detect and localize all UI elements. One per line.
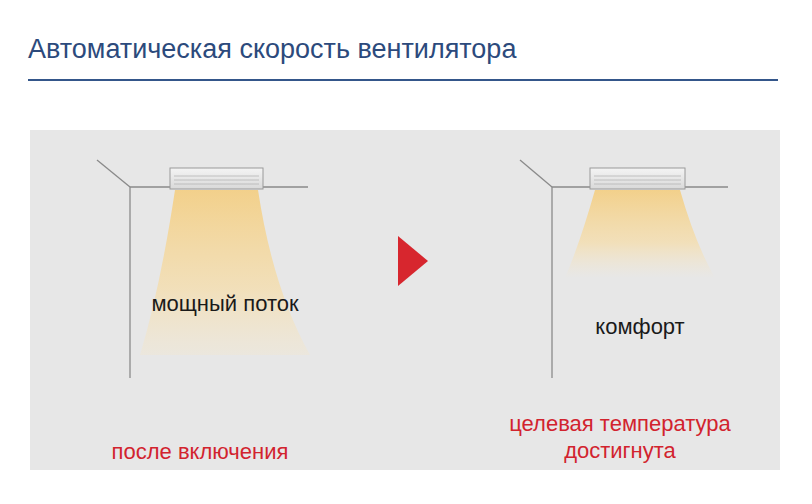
panel [30,130,780,470]
cassette-unit [590,168,685,189]
airflow-fill [565,190,715,278]
airflow-label: мощный поток [135,285,315,323]
arrow-symbol [398,236,428,286]
airflow-cone: комфорт [555,190,725,350]
title: Автоматическая скорость вентилятора [28,34,516,65]
state-caption: после включения [50,438,350,465]
room-right [520,160,728,378]
airflow-fill [140,190,310,355]
state-caption: целевая температура достигнута [470,410,770,464]
airflow-cone: мощный поток [135,190,315,360]
airflow-shape [135,190,315,360]
airflow-label: комфорт [555,308,725,346]
cassette-unit [170,168,263,189]
title-rule [28,79,778,81]
